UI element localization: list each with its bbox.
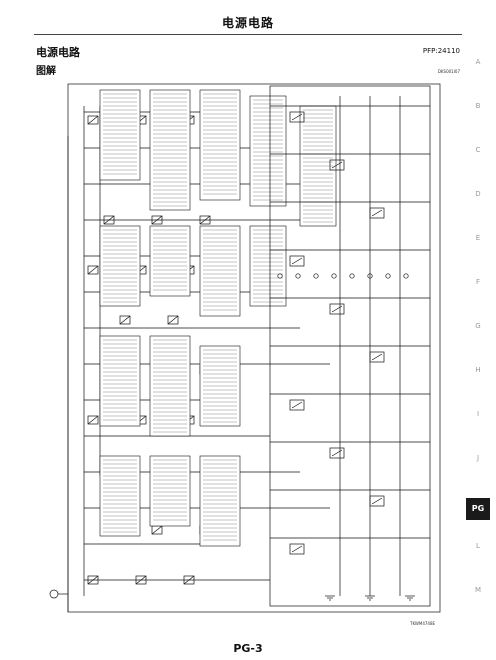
- fuse-box: [167, 315, 179, 325]
- connector-circle: [349, 273, 355, 279]
- fuse-diagonal: [87, 265, 99, 275]
- page-number: PG-3: [233, 642, 263, 655]
- fuse-box: [87, 265, 99, 275]
- relay-box: [289, 399, 305, 411]
- subsection-title: 图解: [36, 66, 56, 77]
- side-index: A B C D E F G H I J PG L M: [466, 40, 490, 640]
- relay-switch: [291, 257, 303, 265]
- relay-box: [289, 111, 305, 123]
- component-block: [149, 225, 191, 297]
- fuse-diagonal: [167, 315, 179, 325]
- header-rule: [34, 34, 462, 35]
- component-block: [199, 455, 241, 547]
- connector-circle: [385, 273, 391, 279]
- side-index-a[interactable]: A: [475, 58, 481, 66]
- relay-switch: [331, 305, 343, 313]
- component-block: [199, 89, 241, 201]
- side-index-d[interactable]: D: [475, 190, 481, 198]
- side-index-e[interactable]: E: [475, 234, 481, 242]
- component-block: [99, 335, 141, 427]
- wiring-diagram: [40, 76, 450, 628]
- relay-box: [289, 255, 305, 267]
- fuse-box: [87, 115, 99, 125]
- fuse-diagonal: [87, 415, 99, 425]
- relay-box: [329, 159, 345, 171]
- relay-switch: [291, 113, 303, 121]
- relay-box: [329, 303, 345, 315]
- relay-switch: [291, 401, 303, 409]
- fuse-diagonal: [151, 525, 163, 535]
- wiring-diagram-svg: [49, 83, 441, 613]
- relay-switch: [371, 497, 383, 505]
- connector-circle: [313, 273, 319, 279]
- component-block: [99, 89, 141, 181]
- component-block: [199, 225, 241, 317]
- side-index-j[interactable]: J: [476, 454, 480, 462]
- fuse-box: [87, 415, 99, 425]
- connector-circle: [277, 273, 283, 279]
- side-index-i[interactable]: I: [476, 410, 480, 418]
- diagram-figure-code: TKWM4748E: [410, 621, 436, 626]
- section-title: 电源电路: [36, 46, 80, 59]
- side-index-c[interactable]: C: [475, 146, 481, 154]
- side-index-m[interactable]: M: [474, 586, 482, 594]
- relay-switch: [291, 545, 303, 553]
- side-index-pg[interactable]: PG: [466, 498, 490, 520]
- side-index-h[interactable]: H: [475, 366, 481, 374]
- figure-code: DKS001I07: [437, 69, 460, 74]
- side-index-f[interactable]: F: [475, 278, 481, 286]
- component-block: [249, 95, 287, 207]
- component-block: [149, 455, 191, 527]
- connector-circle: [403, 273, 409, 279]
- page-header-title: 电源电路: [221, 16, 274, 30]
- fuse-box: [119, 315, 131, 325]
- component-block: [149, 335, 191, 437]
- relay-box: [289, 543, 305, 555]
- relay-switch: [371, 209, 383, 217]
- side-index-b[interactable]: B: [475, 102, 481, 110]
- connector-circle: [367, 273, 373, 279]
- side-index-l[interactable]: L: [476, 542, 480, 550]
- fuse-diagonal: [87, 115, 99, 125]
- relay-box: [329, 447, 345, 459]
- relay-switch: [331, 449, 343, 457]
- connector-circle: [331, 273, 337, 279]
- relay-switch: [371, 353, 383, 361]
- doc-code: PFP:24110: [422, 47, 460, 55]
- connector-circle: [295, 273, 301, 279]
- side-index-g[interactable]: G: [475, 322, 481, 330]
- fuse-diagonal: [119, 315, 131, 325]
- battery-symbol: [49, 589, 59, 599]
